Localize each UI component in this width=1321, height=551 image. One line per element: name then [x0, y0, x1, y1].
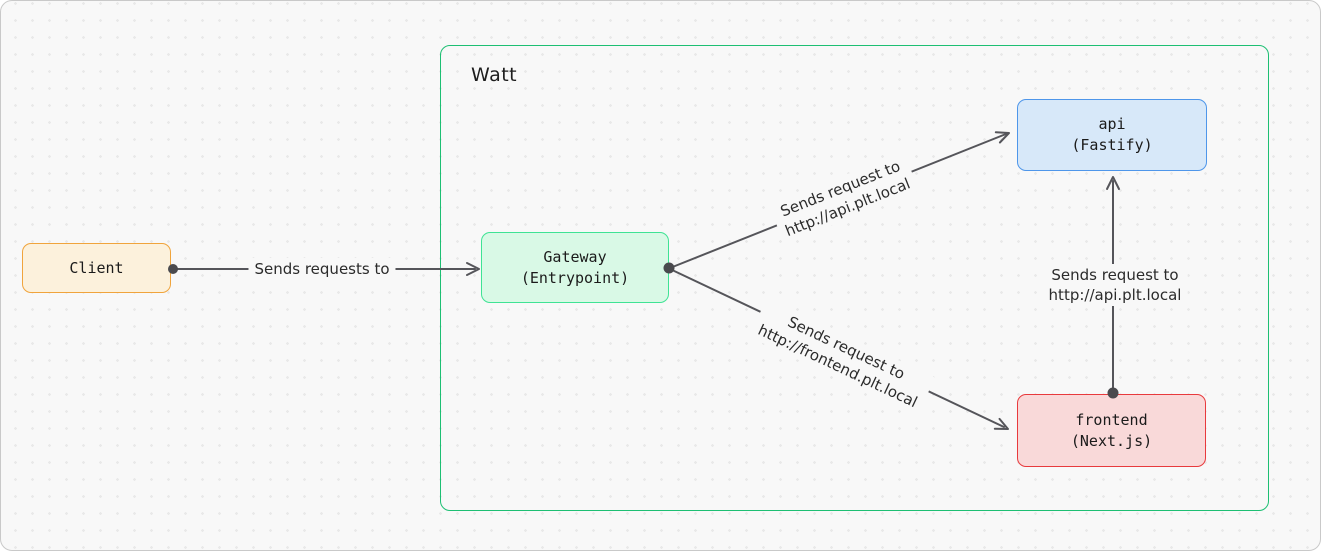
node-frontend-label-line2: (Next.js)	[1070, 431, 1153, 450]
node-gateway: Gateway (Entrypoint)	[481, 232, 669, 303]
node-frontend-label-line1: frontend	[1075, 410, 1148, 429]
node-frontend: frontend (Next.js)	[1017, 394, 1206, 467]
node-api: api (Fastify)	[1017, 99, 1207, 171]
watt-group-box	[440, 45, 1269, 511]
node-gateway-label-line2: (Entrypoint)	[520, 268, 630, 287]
node-client: Client	[22, 243, 171, 293]
edge-label-text: Sends requests to	[254, 260, 390, 278]
watt-group-title: Watt	[471, 64, 518, 86]
node-gateway-label-line1: Gateway	[543, 247, 607, 266]
node-api-label-line2: (Fastify)	[1071, 136, 1153, 154]
edge-label-line2: http://api.plt.local	[1048, 286, 1182, 304]
edge-label-line1: Sends request to	[1051, 266, 1179, 284]
node-client-label: Client	[69, 258, 124, 277]
edge-label-frontend-to-api: Sends request to http://api.plt.local	[1042, 264, 1188, 306]
edge-label-client-to-gateway: Sends requests to	[248, 258, 396, 280]
node-api-label-line1: api	[1098, 115, 1126, 133]
